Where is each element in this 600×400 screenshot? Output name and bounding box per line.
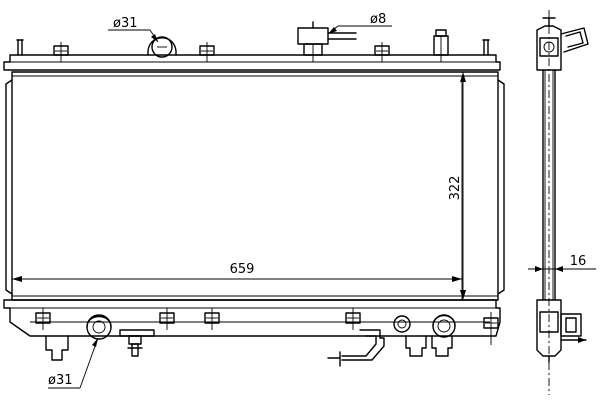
- top-tank: [3, 21, 501, 71]
- sensor-pipe: [327, 329, 385, 367]
- oil-cooler-fitting: [393, 315, 411, 333]
- bottom-clip: [35, 308, 51, 330]
- inlet-diameter-callout: ø31: [108, 16, 159, 43]
- outlet-diameter-label: ø31: [48, 373, 73, 388]
- front-view: 659 322 ø31 ø8 ø31: [3, 12, 505, 389]
- bottom-clip: [483, 312, 499, 345]
- drain-plug: [119, 329, 155, 357]
- top-clip: [53, 42, 69, 62]
- top-mount-stud: [482, 39, 490, 56]
- bottom-mount-peg: [405, 335, 453, 357]
- height-label: 322: [448, 176, 463, 201]
- top-clip: [199, 42, 215, 62]
- bottom-clip: [204, 308, 220, 330]
- thickness-label: 16: [570, 254, 587, 269]
- bottom-outlet: [432, 314, 456, 338]
- side-top-tank: [536, 17, 589, 71]
- bottom-clip: [345, 308, 361, 330]
- height-dimension: 322: [448, 72, 466, 300]
- width-dimension: 659: [12, 76, 463, 300]
- bottom-tank: [3, 299, 501, 367]
- top-clip: [374, 42, 390, 62]
- top-mount-stud: [16, 39, 24, 56]
- outlet-diameter-callout: ø31: [48, 337, 99, 389]
- inlet-diameter-label: ø31: [113, 16, 138, 31]
- bottom-clip: [159, 308, 175, 330]
- width-label: 659: [230, 262, 255, 277]
- bottom-mount-peg: [45, 335, 69, 361]
- thickness-dimension: 16: [528, 254, 596, 272]
- side-bottom-tank: [536, 299, 587, 363]
- drain-fitting: [297, 21, 357, 62]
- vent-tower: [433, 29, 449, 62]
- drain-diameter-label: ø8: [370, 12, 386, 27]
- side-view: 16: [528, 10, 596, 395]
- drain-diameter-callout: ø8: [327, 12, 392, 35]
- radiator-core: [5, 71, 505, 301]
